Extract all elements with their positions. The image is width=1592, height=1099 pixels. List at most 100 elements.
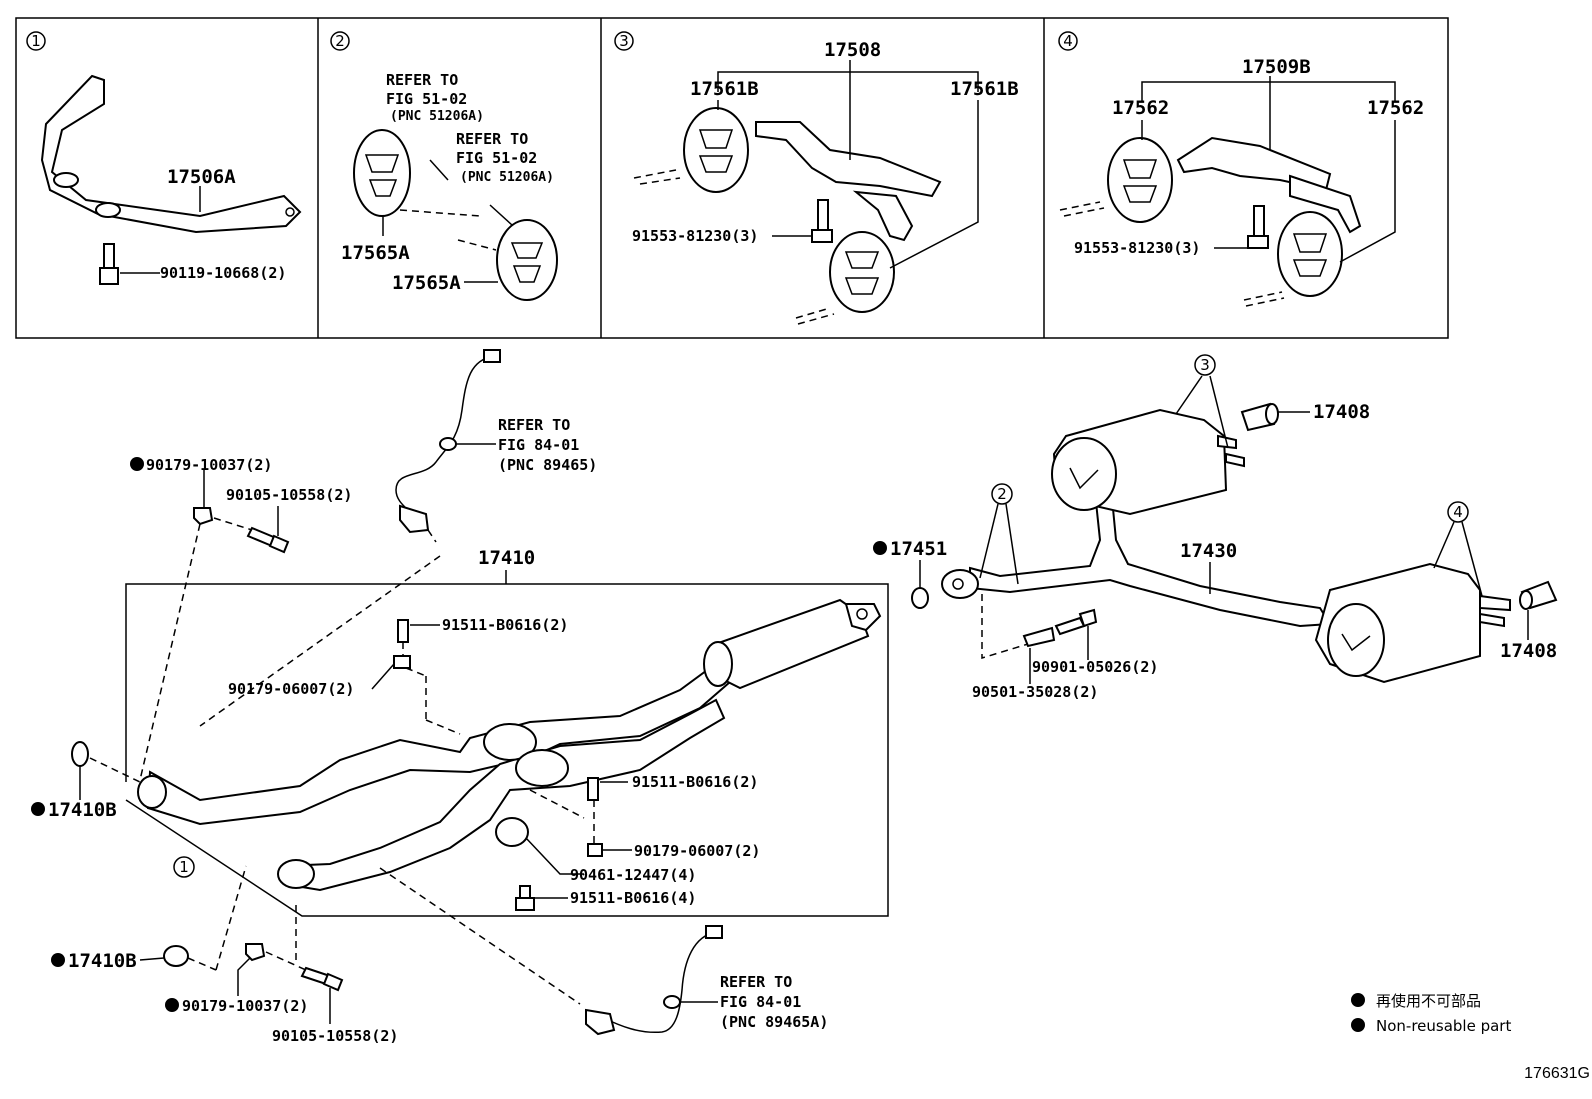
svg-text:91553-81230(3): 91553-81230(3) [1074,239,1200,257]
svg-text:176631G: 176631G [1524,1065,1590,1082]
nut-10037-bottom-drawing [245,900,344,992]
label-90501-35028: 90501-35028(2) [972,648,1098,701]
svg-text:17408: 17408 [1500,640,1557,662]
gasket-17410b-bottom-drawing [163,865,247,971]
svg-text:90105-10558(2): 90105-10558(2) [272,1027,398,1045]
svg-text:1: 1 [31,32,41,50]
svg-text:90901-05026(2): 90901-05026(2) [1032,658,1158,676]
svg-text:91511-B0616(2): 91511-B0616(2) [442,616,568,634]
callout-1-main: 1 [173,856,195,878]
bolt-91511-b-drawing [587,777,603,857]
svg-text:17506A: 17506A [167,166,236,188]
svg-text:Non-reusable part: Non-reusable part [1376,1017,1511,1035]
label-91511-b0616-c: 91511-B0616(4) [534,889,696,907]
callout-3-main: 3 [1175,354,1229,449]
svg-text:3: 3 [619,32,629,50]
svg-text:17562: 17562 [1112,97,1169,119]
label-90179-06007-a: 90179-06007(2) [228,663,395,698]
panel-1-index: 1 [26,31,46,51]
svg-text:(PNC 89465): (PNC 89465) [498,456,597,474]
label-refer-51206a-2: REFER TO FIG 51-02 (PNC 51206A) [456,130,554,185]
hanger-assembly-17509b-drawing [1059,136,1362,307]
svg-text:17562: 17562 [1367,97,1424,119]
oxygen-sensor-89465-drawing [199,349,501,727]
svg-text:17451: 17451 [890,538,947,560]
oxygen-sensor-89465a-drawing [379,867,723,1036]
svg-text:91511-B0616(4): 91511-B0616(4) [570,889,696,907]
svg-text:17561B: 17561B [690,78,759,100]
svg-text:FIG 51-02: FIG 51-02 [456,149,537,167]
label-17508: 17508 [717,39,979,160]
svg-text:2: 2 [997,485,1007,503]
gasket-17451-drawing [911,560,929,609]
front-pipe-group-box [125,583,889,917]
svg-text:17410: 17410 [478,547,535,569]
label-90179-06007-b: 90179-06007(2) [602,842,760,860]
svg-text:4: 4 [1063,32,1073,50]
label-17410b-top: 17410B [31,799,117,821]
nut-10037-top-drawing [139,470,290,781]
label-90105-10558-bottom: 90105-10558(2) [272,988,398,1045]
label-17561b-right: 17561B [889,78,1019,269]
svg-text:90179-06007(2): 90179-06007(2) [228,680,354,698]
svg-text:3: 3 [1200,356,1210,374]
svg-text:91553-81230(3): 91553-81230(3) [632,227,758,245]
svg-text:90179-06007(2): 90179-06007(2) [634,842,760,860]
svg-text:90179-10037(2): 90179-10037(2) [146,456,272,474]
label-91511-b0616-b: 91511-B0616(2) [600,773,758,791]
panel-3-index: 3 [614,31,634,51]
svg-text:17565A: 17565A [341,242,410,264]
callout-2-main: 2 [979,483,1019,585]
label-17410b-bottom: 17410B [51,950,165,972]
label-17408-top: 17408 [1278,401,1370,423]
label-refer-89465: REFER TO FIG 84-01 (PNC 89465) [456,416,597,474]
svg-text:4: 4 [1453,503,1463,521]
bracket-17506a-drawing [40,74,302,285]
tail-tip-17408-right-drawing [1519,580,1558,610]
svg-text:REFER TO: REFER TO [498,416,570,434]
svg-text:17565A: 17565A [392,272,461,294]
label-17565a-right: 17565A [392,272,498,294]
svg-text:FIG 84-01: FIG 84-01 [498,436,579,454]
label-90179-10037-top: 90179-10037(2) [130,456,272,474]
label-17565a-left: 17565A [341,216,410,264]
label-refer-51206a-1: REFER TO FIG 51-02 (PNC 51206A) [386,71,484,124]
top-panels [15,17,1449,339]
svg-text:17410B: 17410B [68,950,137,972]
front-pipe-17410-drawing [137,598,882,892]
label-91553-81230-panel4: 91553-81230(3) [1074,239,1248,257]
svg-text:17410B: 17410B [48,799,117,821]
center-pipe-17430-drawing [941,408,1511,684]
svg-text:17430: 17430 [1180,540,1237,562]
label-90901-05026: 90901-05026(2) [1032,626,1158,676]
label-90105-10558-top: 90105-10558(2) [226,486,352,536]
svg-text:91511-B0616(2): 91511-B0616(2) [632,773,758,791]
legend: 再使用不可部品 Non-reusable part [1351,992,1511,1035]
svg-text:90179-10037(2): 90179-10037(2) [182,997,308,1015]
svg-text:(PNC 51206A): (PNC 51206A) [390,109,484,124]
bolt-91511-c-drawing [515,885,535,911]
tail-tip-17408-top-drawing [1240,402,1279,432]
label-17408-right: 17408 [1500,610,1557,662]
panel-4-index: 4 [1058,31,1078,51]
bolt-05026-drawing [981,594,1098,660]
label-17410: 17410 [478,547,535,584]
svg-text:90105-10558(2): 90105-10558(2) [226,486,352,504]
hanger-17565a-drawing [353,129,558,301]
panel-2-index: 2 [330,31,350,51]
svg-text:REFER TO: REFER TO [386,71,458,89]
label-90119-10668: 90119-10668(2) [120,264,286,282]
label-91511-b0616-a: 91511-B0616(2) [410,616,568,634]
svg-text:90461-12447(4): 90461-12447(4) [570,866,696,884]
label-refer-89465a: REFER TO FIG 84-01 (PNC 89465A) [680,973,828,1031]
svg-text:FIG 84-01: FIG 84-01 [720,993,801,1011]
svg-text:17561B: 17561B [950,78,1019,100]
label-90179-10037-bottom: 90179-10037(2) [165,957,308,1015]
label-91553-81230-panel3: 91553-81230(3) [632,227,812,245]
svg-text:17408: 17408 [1313,401,1370,423]
svg-text:1: 1 [179,858,189,876]
label-17561b-left: 17561B [690,78,759,110]
svg-text:2: 2 [335,32,345,50]
svg-text:(PNC 51206A): (PNC 51206A) [460,170,554,185]
